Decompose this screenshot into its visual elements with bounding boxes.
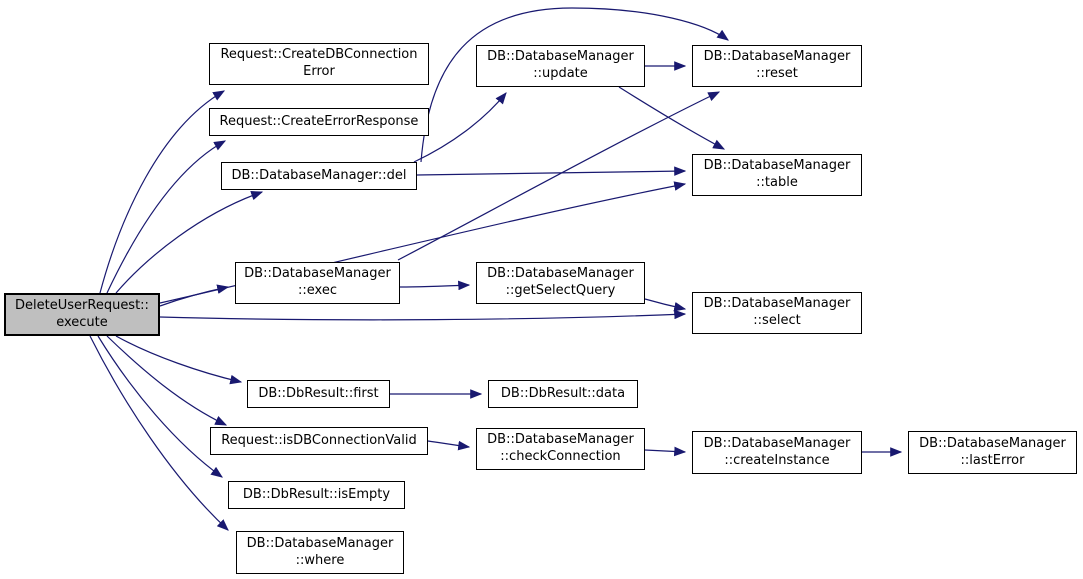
- edge-is-db-connection-valid-to-check-connection: [427, 440, 471, 451]
- edge-execute-to-where: [89, 335, 229, 531]
- graph-node-where[interactable]: DB::DatabaseManager ::where: [236, 531, 404, 574]
- graph-node-is-db-connection-valid[interactable]: Request::isDBConnectionValid: [210, 427, 428, 455]
- graph-node-reset[interactable]: DB::DatabaseManager ::reset: [692, 45, 862, 87]
- graph-node-create-instance[interactable]: DB::DatabaseManager ::createInstance: [692, 431, 862, 474]
- graph-node-create-error-response[interactable]: Request::CreateErrorResponse: [209, 108, 429, 136]
- edge-check-connection-to-create-instance: [644, 446, 687, 457]
- graph-node-update[interactable]: DB::DatabaseManager ::update: [476, 45, 645, 87]
- graph-node-data[interactable]: DB::DbResult::data: [488, 380, 638, 408]
- edge-execute-to-select: [159, 309, 687, 321]
- edge-get-select-query-to-select: [644, 298, 687, 312]
- edge-execute-to-create-error-response: [106, 140, 227, 294]
- graph-node-create-db-connection-error[interactable]: Request::CreateDBConnection Error: [209, 43, 429, 85]
- graph-node-exec[interactable]: DB::DatabaseManager ::exec: [235, 262, 400, 304]
- graph-node-execute: DeleteUserRequest:: execute: [4, 293, 160, 336]
- edge-exec-to-get-select-query: [399, 280, 471, 291]
- graph-node-is-empty[interactable]: DB::DbResult::isEmpty: [228, 481, 405, 509]
- edge-del-to-table: [416, 166, 687, 176]
- graph-node-del[interactable]: DB::DatabaseManager::del: [221, 162, 417, 190]
- graph-node-get-select-query[interactable]: DB::DatabaseManager ::getSelectQuery: [476, 262, 645, 304]
- edge-update-to-table: [618, 86, 726, 150]
- edge-execute-to-exec: [159, 284, 230, 307]
- edge-execute-to-create-db-connection-error: [99, 90, 226, 294]
- graph-node-first[interactable]: DB::DbResult::first: [247, 380, 390, 408]
- edge-execute-to-is-empty: [97, 335, 223, 478]
- edge-execute-to-is-db-connection-valid: [106, 335, 228, 426]
- graph-node-last-error[interactable]: DB::DatabaseManager ::lastError: [908, 431, 1077, 474]
- graph-node-check-connection[interactable]: DB::DatabaseManager ::checkConnection: [476, 428, 645, 470]
- edge-execute-to-first: [115, 335, 243, 385]
- edge-exec-to-reset: [397, 91, 721, 261]
- graph-node-select[interactable]: DB::DatabaseManager ::select: [692, 292, 862, 334]
- graph-node-table[interactable]: DB::DatabaseManager ::table: [692, 154, 862, 196]
